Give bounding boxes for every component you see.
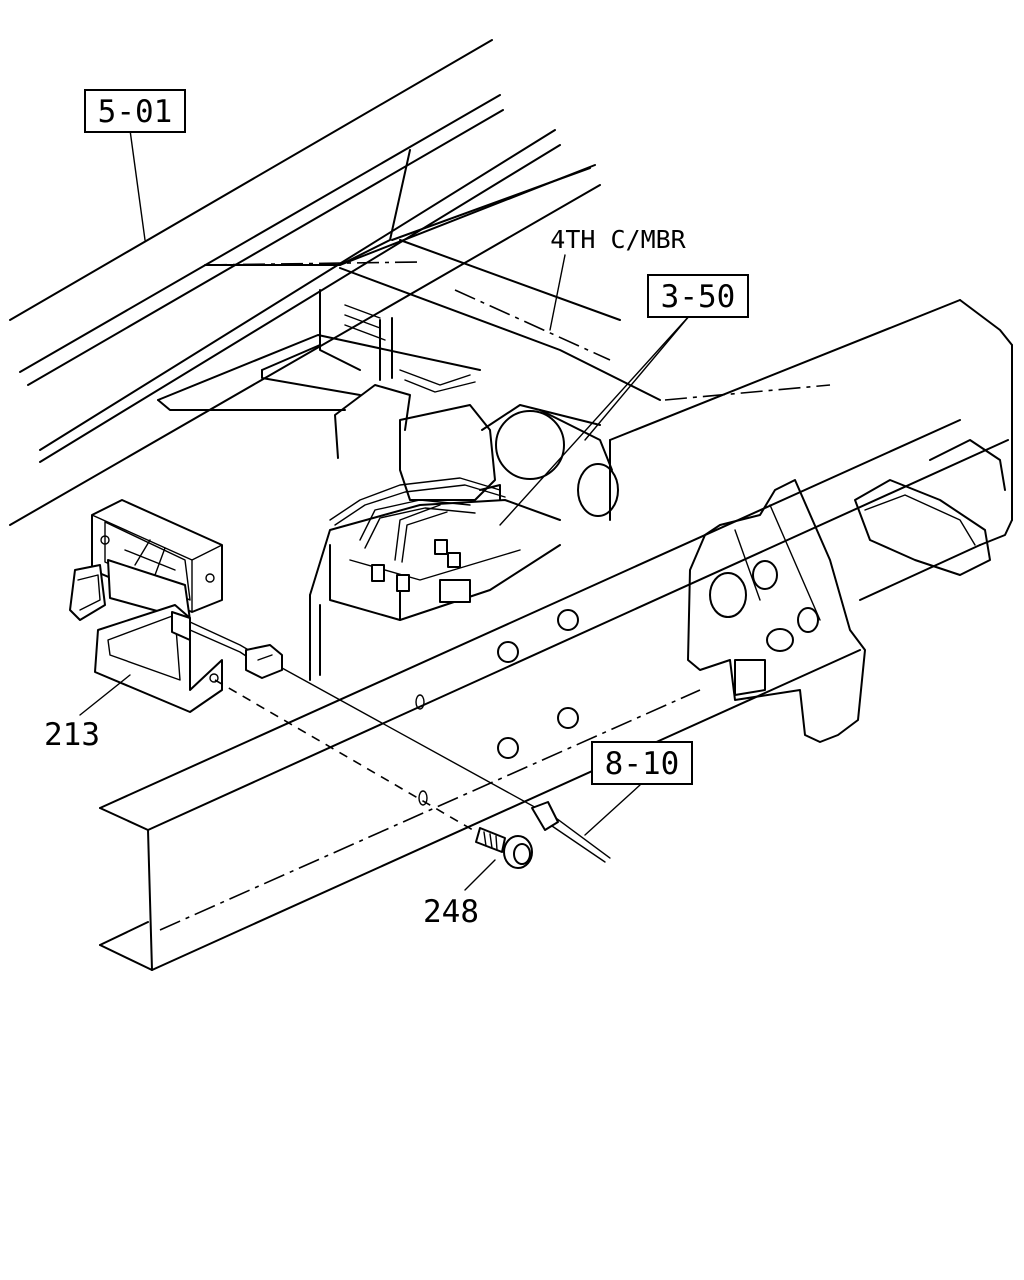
- part-number-213: 213: [44, 717, 100, 753]
- wire-harness: [281, 667, 611, 863]
- main-frame-rail: [99, 299, 1013, 971]
- fourth-crossmember: [157, 239, 661, 411]
- part-number-248: 248: [423, 894, 479, 930]
- flange-bolt: [214, 679, 533, 891]
- callout-5-01: 5-01: [84, 89, 186, 133]
- spring-bracket: [687, 439, 1006, 743]
- leader-lines: [129, 129, 691, 836]
- control-unit-bracket: [69, 499, 283, 716]
- crossmember-label: 4TH C/MBR: [550, 225, 686, 254]
- upper-frame-rail: [9, 39, 601, 526]
- callout-3-50: 3-50: [647, 274, 749, 318]
- hydraulic-modulator: [309, 369, 619, 759]
- callout-8-10-text: 8-10: [605, 746, 680, 782]
- callout-5-01-text: 5-01: [98, 94, 173, 130]
- callout-8-10: 8-10: [591, 741, 693, 785]
- callout-3-50-text: 3-50: [661, 279, 736, 315]
